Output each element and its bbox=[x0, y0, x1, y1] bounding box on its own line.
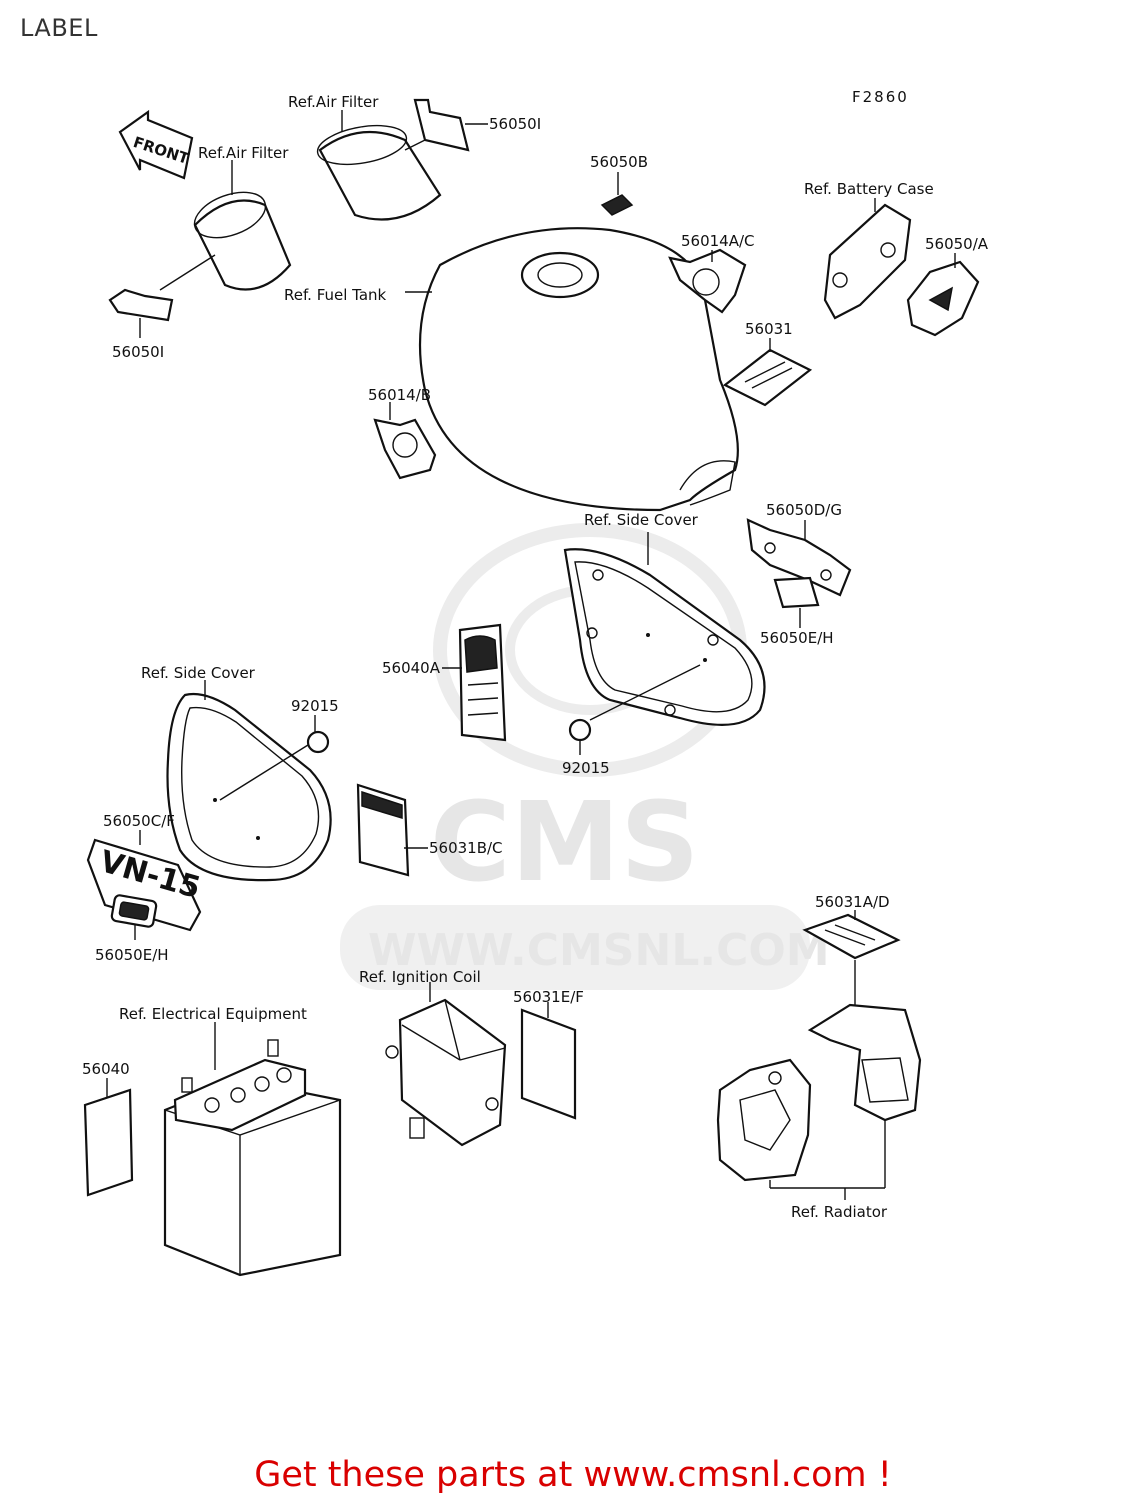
front-arrow-label: FRONT bbox=[118, 109, 194, 180]
part-56040a: 56040A bbox=[382, 659, 441, 677]
label-56050b bbox=[600, 172, 634, 216]
part-56031ad: 56031A/D bbox=[815, 893, 890, 911]
part-56040: 56040 bbox=[82, 1060, 130, 1078]
ref-electrical-equipment-label: Ref. Electrical Equipment bbox=[119, 1005, 307, 1023]
part-92015-right: 92015 bbox=[562, 759, 610, 777]
grommet-92015-right bbox=[568, 718, 592, 755]
part-56050b: 56050B bbox=[590, 153, 648, 171]
label-56040 bbox=[83, 1078, 134, 1197]
label-56031bc bbox=[356, 783, 428, 877]
part-56031ef: 56031E/F bbox=[513, 988, 584, 1006]
footer-cta[interactable]: Get these parts at www.cmsnl.com ! bbox=[254, 1455, 892, 1495]
ref-side-cover-right-label: Ref. Side Cover bbox=[584, 511, 699, 529]
part-56031: 56031 bbox=[745, 320, 793, 338]
ref-ignition-coil-label: Ref. Ignition Coil bbox=[359, 968, 481, 986]
ref-battery-case-label: Ref. Battery Case bbox=[804, 180, 934, 198]
grommet-92015-left bbox=[306, 715, 330, 754]
ref-side-cover-left-label: Ref. Side Cover bbox=[141, 664, 256, 682]
label-56031ad bbox=[802, 910, 901, 1005]
battery bbox=[163, 1022, 342, 1277]
part-56050i-bottom: 56050I bbox=[112, 343, 164, 361]
fuel-tank bbox=[405, 227, 739, 512]
watermark-brand: CMS bbox=[430, 778, 699, 906]
part-56050eh-left: 56050E/H bbox=[95, 946, 169, 964]
label-56050eh-right bbox=[773, 576, 820, 628]
label-56040a bbox=[442, 623, 507, 742]
ref-air-filter-top-label: Ref.Air Filter bbox=[288, 93, 379, 111]
figure-code: F2860 bbox=[852, 88, 909, 106]
part-56031bc: 56031B/C bbox=[429, 839, 503, 857]
label-56050a bbox=[906, 253, 980, 337]
page-title: LABEL bbox=[20, 14, 98, 42]
side-cover-right bbox=[563, 532, 766, 726]
label-56031ef bbox=[520, 1002, 577, 1120]
part-56050eh-right: 56050E/H bbox=[760, 629, 834, 647]
watermark-url: WWW.CMSNL.COM bbox=[368, 925, 830, 976]
label-56014b bbox=[373, 402, 437, 480]
label-56050dg bbox=[746, 518, 852, 597]
part-56014b: 56014/B bbox=[368, 386, 431, 404]
label-56014ac bbox=[668, 248, 747, 314]
battery-case bbox=[823, 198, 912, 320]
part-92015-left: 92015 bbox=[291, 697, 339, 715]
ref-fuel-tank-label: Ref. Fuel Tank bbox=[284, 286, 387, 304]
label-56050eh-left bbox=[110, 894, 158, 940]
ref-radiator-label: Ref. Radiator bbox=[791, 1203, 888, 1221]
air-filter-element bbox=[159, 160, 292, 291]
radiator-parts bbox=[716, 1003, 922, 1200]
label-56050i-bottom bbox=[108, 288, 174, 338]
parts-diagram: CMS WWW.CMSNL.COM F2860 FRONT Ref.Air Fi… bbox=[82, 88, 989, 1277]
ref-air-filter-left-label: Ref.Air Filter bbox=[198, 144, 289, 162]
part-56050a: 56050/A bbox=[925, 235, 989, 253]
ignition-coil bbox=[385, 982, 507, 1147]
side-cover-left bbox=[166, 680, 332, 882]
part-56014ac: 56014A/C bbox=[681, 232, 755, 250]
part-56050i-top: 56050I bbox=[489, 115, 541, 133]
label-56031 bbox=[722, 338, 813, 407]
part-56050cf: 56050C/F bbox=[103, 812, 175, 830]
label-56050i-top bbox=[413, 98, 488, 152]
air-filter-band bbox=[316, 110, 442, 221]
part-56050dg: 56050D/G bbox=[766, 501, 842, 519]
